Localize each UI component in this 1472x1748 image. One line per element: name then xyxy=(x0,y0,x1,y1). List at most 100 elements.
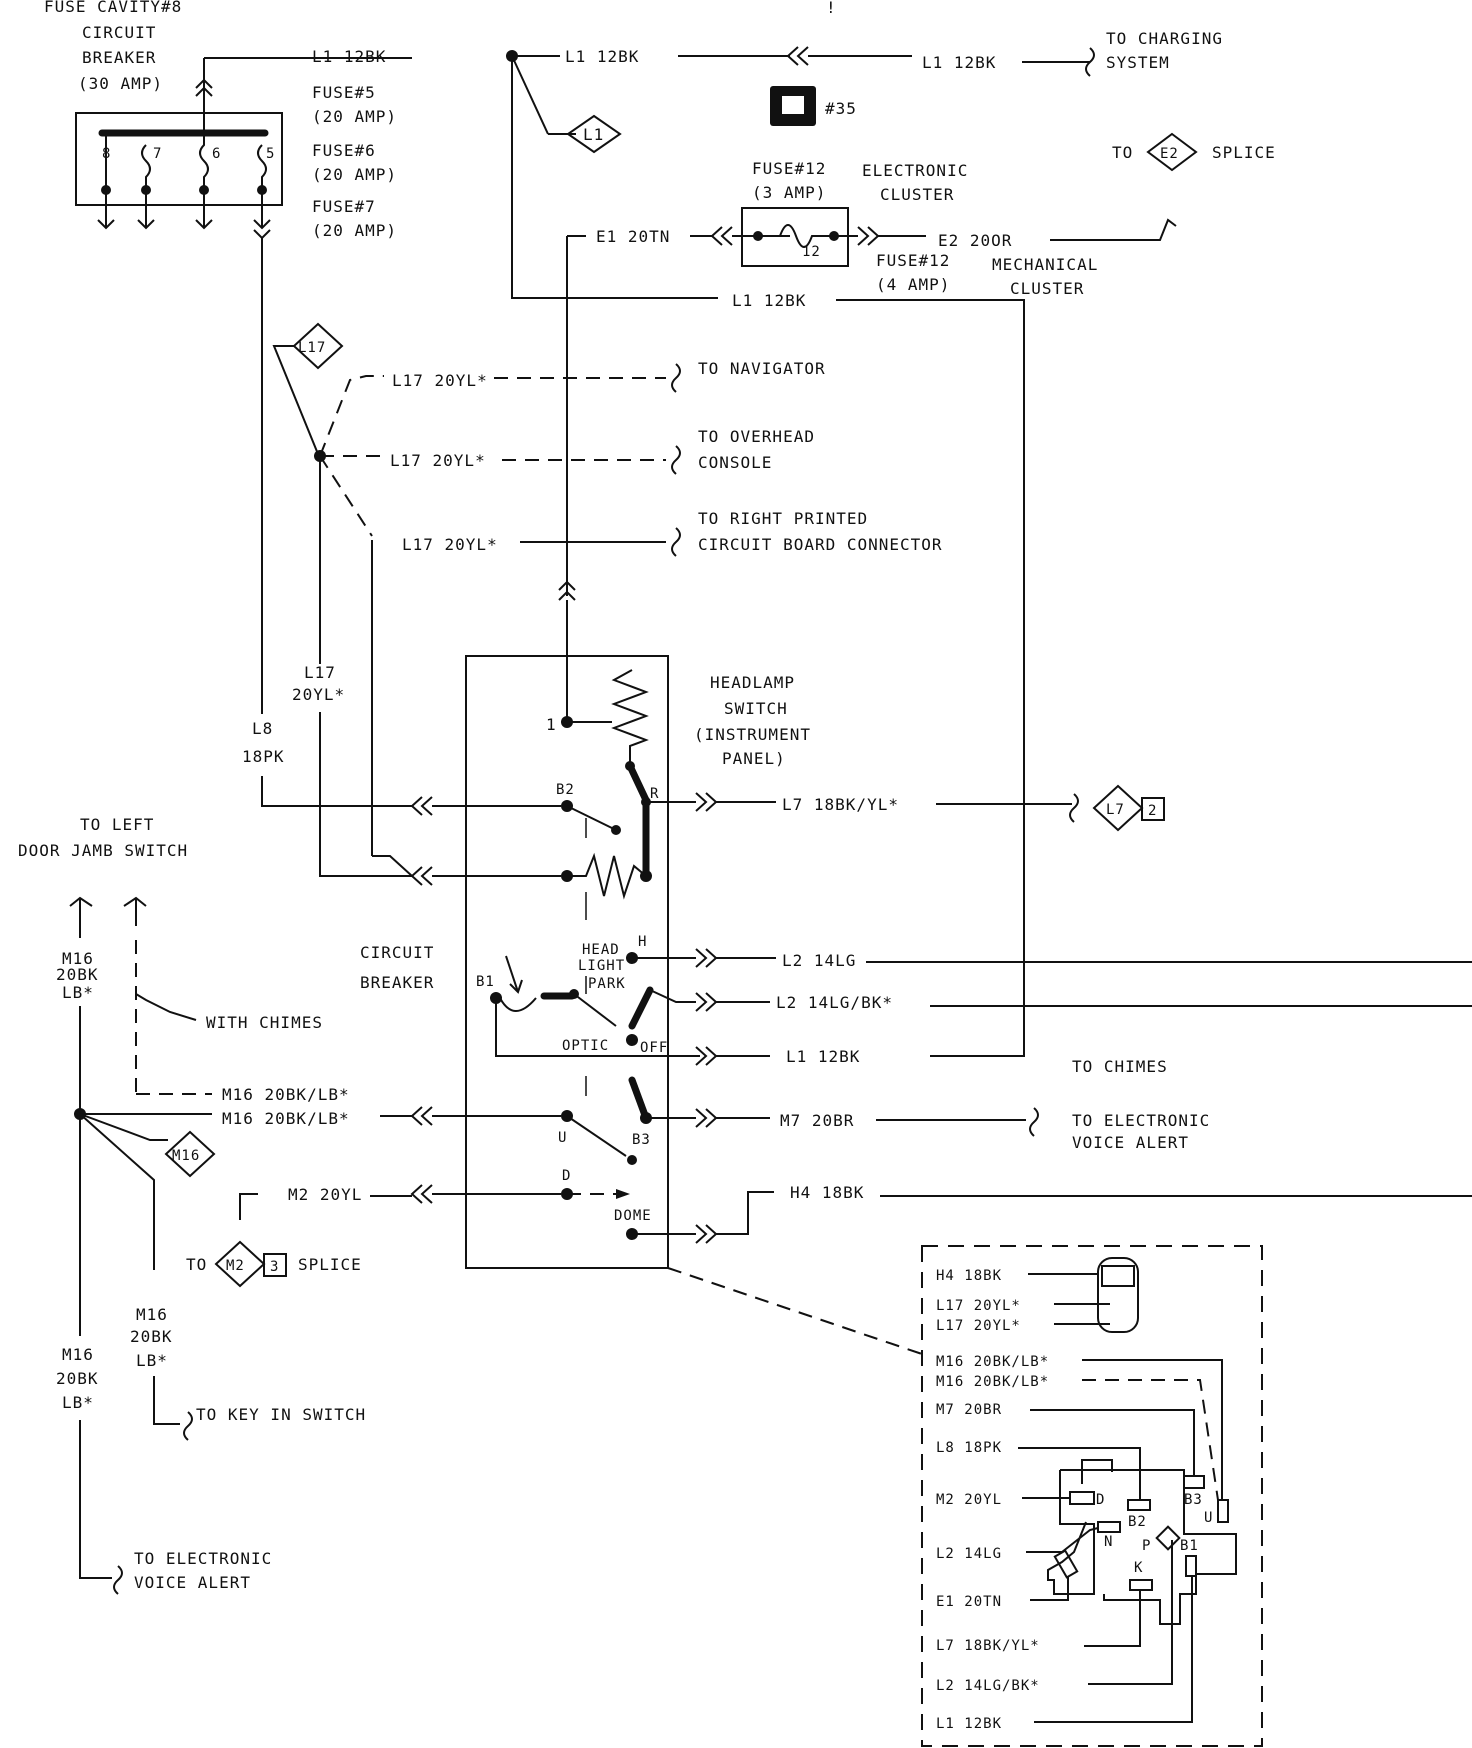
r-label: R xyxy=(650,786,659,802)
left-switch-connectors xyxy=(410,796,561,1204)
inset-wire-label: L7 18BK/YL* xyxy=(936,1638,1040,1654)
l1-down-wire xyxy=(511,56,718,299)
l7-break xyxy=(1069,793,1079,823)
door-jamb-label: DOOR JAMB SWITCH xyxy=(18,841,188,860)
pin-b1-box xyxy=(1185,1555,1197,1577)
head-label: HEAD xyxy=(582,942,620,958)
l17-vert-label: L17 xyxy=(304,663,336,682)
inset-wire-label: M7 20BR xyxy=(936,1402,1002,1418)
e2-diamond-label: E2 xyxy=(1160,146,1179,162)
l1-wire-label-b: L1 12BK xyxy=(565,47,639,66)
switch-body-outline xyxy=(1047,1470,1095,1595)
fuse-cavity-label: FUSE CAVITY#8 xyxy=(44,0,182,16)
l17-leader xyxy=(272,345,319,455)
h4-conn-2 xyxy=(705,1224,718,1244)
off-label: OFF xyxy=(640,1040,668,1056)
inset-m7-wire xyxy=(1030,1409,1195,1476)
inset-wire-label: L17 20YL* xyxy=(936,1318,1021,1334)
l2-conn-2 xyxy=(705,948,718,968)
fuse12-conn-in-2 xyxy=(720,226,733,246)
l17-diamond-connector xyxy=(292,322,344,370)
l7-pin-label: 2 xyxy=(1148,803,1157,819)
cluster-label: CLUSTER xyxy=(880,185,954,204)
m7-conn-1 xyxy=(695,1108,708,1128)
m7-conn-2 xyxy=(705,1108,718,1128)
off-terminal xyxy=(626,1034,638,1046)
l1-diamond-connector xyxy=(566,114,622,154)
l2-conn-1 xyxy=(695,948,708,968)
u-label: U xyxy=(558,1130,567,1146)
fuse-num-6: 6 xyxy=(212,146,221,162)
h4-conn-1 xyxy=(695,1224,708,1244)
e2-wire-label: E2 20OR xyxy=(938,231,1012,250)
m16-top-gauge: 20BK xyxy=(56,965,99,984)
m16-low-label: M16 xyxy=(62,1345,94,1364)
b1-to-l1 xyxy=(495,998,700,1057)
b3-label: B3 xyxy=(632,1132,651,1148)
fuse12-term-a xyxy=(753,231,763,241)
fuse8-terminal xyxy=(101,185,111,195)
l1-diamond-label: L1 xyxy=(583,125,604,144)
m16-branch-wire xyxy=(79,1113,155,1270)
m16-mid-color: LB* xyxy=(136,1351,168,1370)
l17-conn-1 xyxy=(410,866,423,886)
console-label: CONSOLE xyxy=(698,453,772,472)
fuse12-conn-out-2 xyxy=(867,226,880,246)
l17-navigator-wire xyxy=(319,375,384,457)
e2-wire-end xyxy=(1050,218,1177,241)
dome-label: DOME xyxy=(614,1208,652,1224)
breaker-element xyxy=(499,997,537,1012)
panel-title: PANEL) xyxy=(722,749,786,768)
l7-wire-label: L7 18BK/YL* xyxy=(782,795,899,814)
h4-stub xyxy=(716,1191,774,1235)
light-label: LIGHT xyxy=(578,958,625,974)
pin-n-label: N xyxy=(1104,1534,1113,1550)
d-arrow-head xyxy=(616,1189,630,1199)
l1-wire-label-c: L1 12BK xyxy=(922,53,996,72)
key-in-wire xyxy=(153,1376,180,1425)
fuse5-label: FUSE#5 xyxy=(312,83,376,102)
pin-b3-box xyxy=(1183,1475,1205,1489)
m16-conn-2 xyxy=(420,1106,433,1126)
u-blade-tip xyxy=(627,1155,637,1165)
l1-out-conn-2 xyxy=(705,1046,718,1066)
m2-diamond-connector xyxy=(214,1240,266,1288)
to-navigator-label: TO NAVIGATOR xyxy=(698,359,826,378)
with-chimes-label: WITH CHIMES xyxy=(206,1013,323,1032)
fuse-num-5: 5 xyxy=(266,146,275,162)
switch-title: SWITCH xyxy=(724,699,788,718)
pin-b2-box xyxy=(1127,1499,1151,1511)
to-overhead-label: TO OVERHEAD xyxy=(698,427,815,446)
fuse12-label: FUSE#12 xyxy=(752,159,826,178)
l17-conn-2 xyxy=(420,866,433,886)
fuse5-element xyxy=(257,144,267,228)
fuse12b-amp: (4 AMP) xyxy=(876,275,950,294)
fuse6-terminal xyxy=(199,185,209,195)
fuse7-terminal xyxy=(141,185,151,195)
m16-diamond-leader xyxy=(79,1113,168,1141)
fuse12-num: 12 xyxy=(802,244,821,260)
pin-1-label: 1 xyxy=(546,715,557,734)
headlamp-switch: HEADLAMP SWITCH (INSTRUMENT PANEL) 1 B2 … xyxy=(360,580,810,1269)
mechanical-label: MECHANICAL xyxy=(992,255,1098,274)
to-electronic-left-label: TO ELECTRONIC xyxy=(134,1549,272,1568)
feed-connector-arrow xyxy=(195,78,213,89)
l17-diamond-label: L17 xyxy=(298,340,326,356)
fuse-block-box xyxy=(75,112,283,206)
l17-vert-label-2: 20YL* xyxy=(292,685,345,704)
b3-contact-arm xyxy=(628,1076,650,1122)
inset-wire-label: M16 20BK/LB* xyxy=(936,1374,1049,1390)
fuse12b-label: FUSE#12 xyxy=(876,251,950,270)
fuse6-element xyxy=(199,133,209,228)
fuse12-amp: (3 AMP) xyxy=(752,183,826,202)
l1-connector-1 xyxy=(786,46,799,66)
b2-switch-blade xyxy=(566,805,617,831)
m7-break xyxy=(1029,1107,1039,1137)
l7-diamond-label: L7 xyxy=(1106,802,1125,818)
m16-top-label: M16 xyxy=(62,949,94,968)
breaker-label: BREAKER xyxy=(82,48,156,67)
overhead-break xyxy=(671,445,681,475)
splice-m2-label: SPLICE xyxy=(298,1255,362,1274)
l8-to-switch xyxy=(261,776,412,807)
